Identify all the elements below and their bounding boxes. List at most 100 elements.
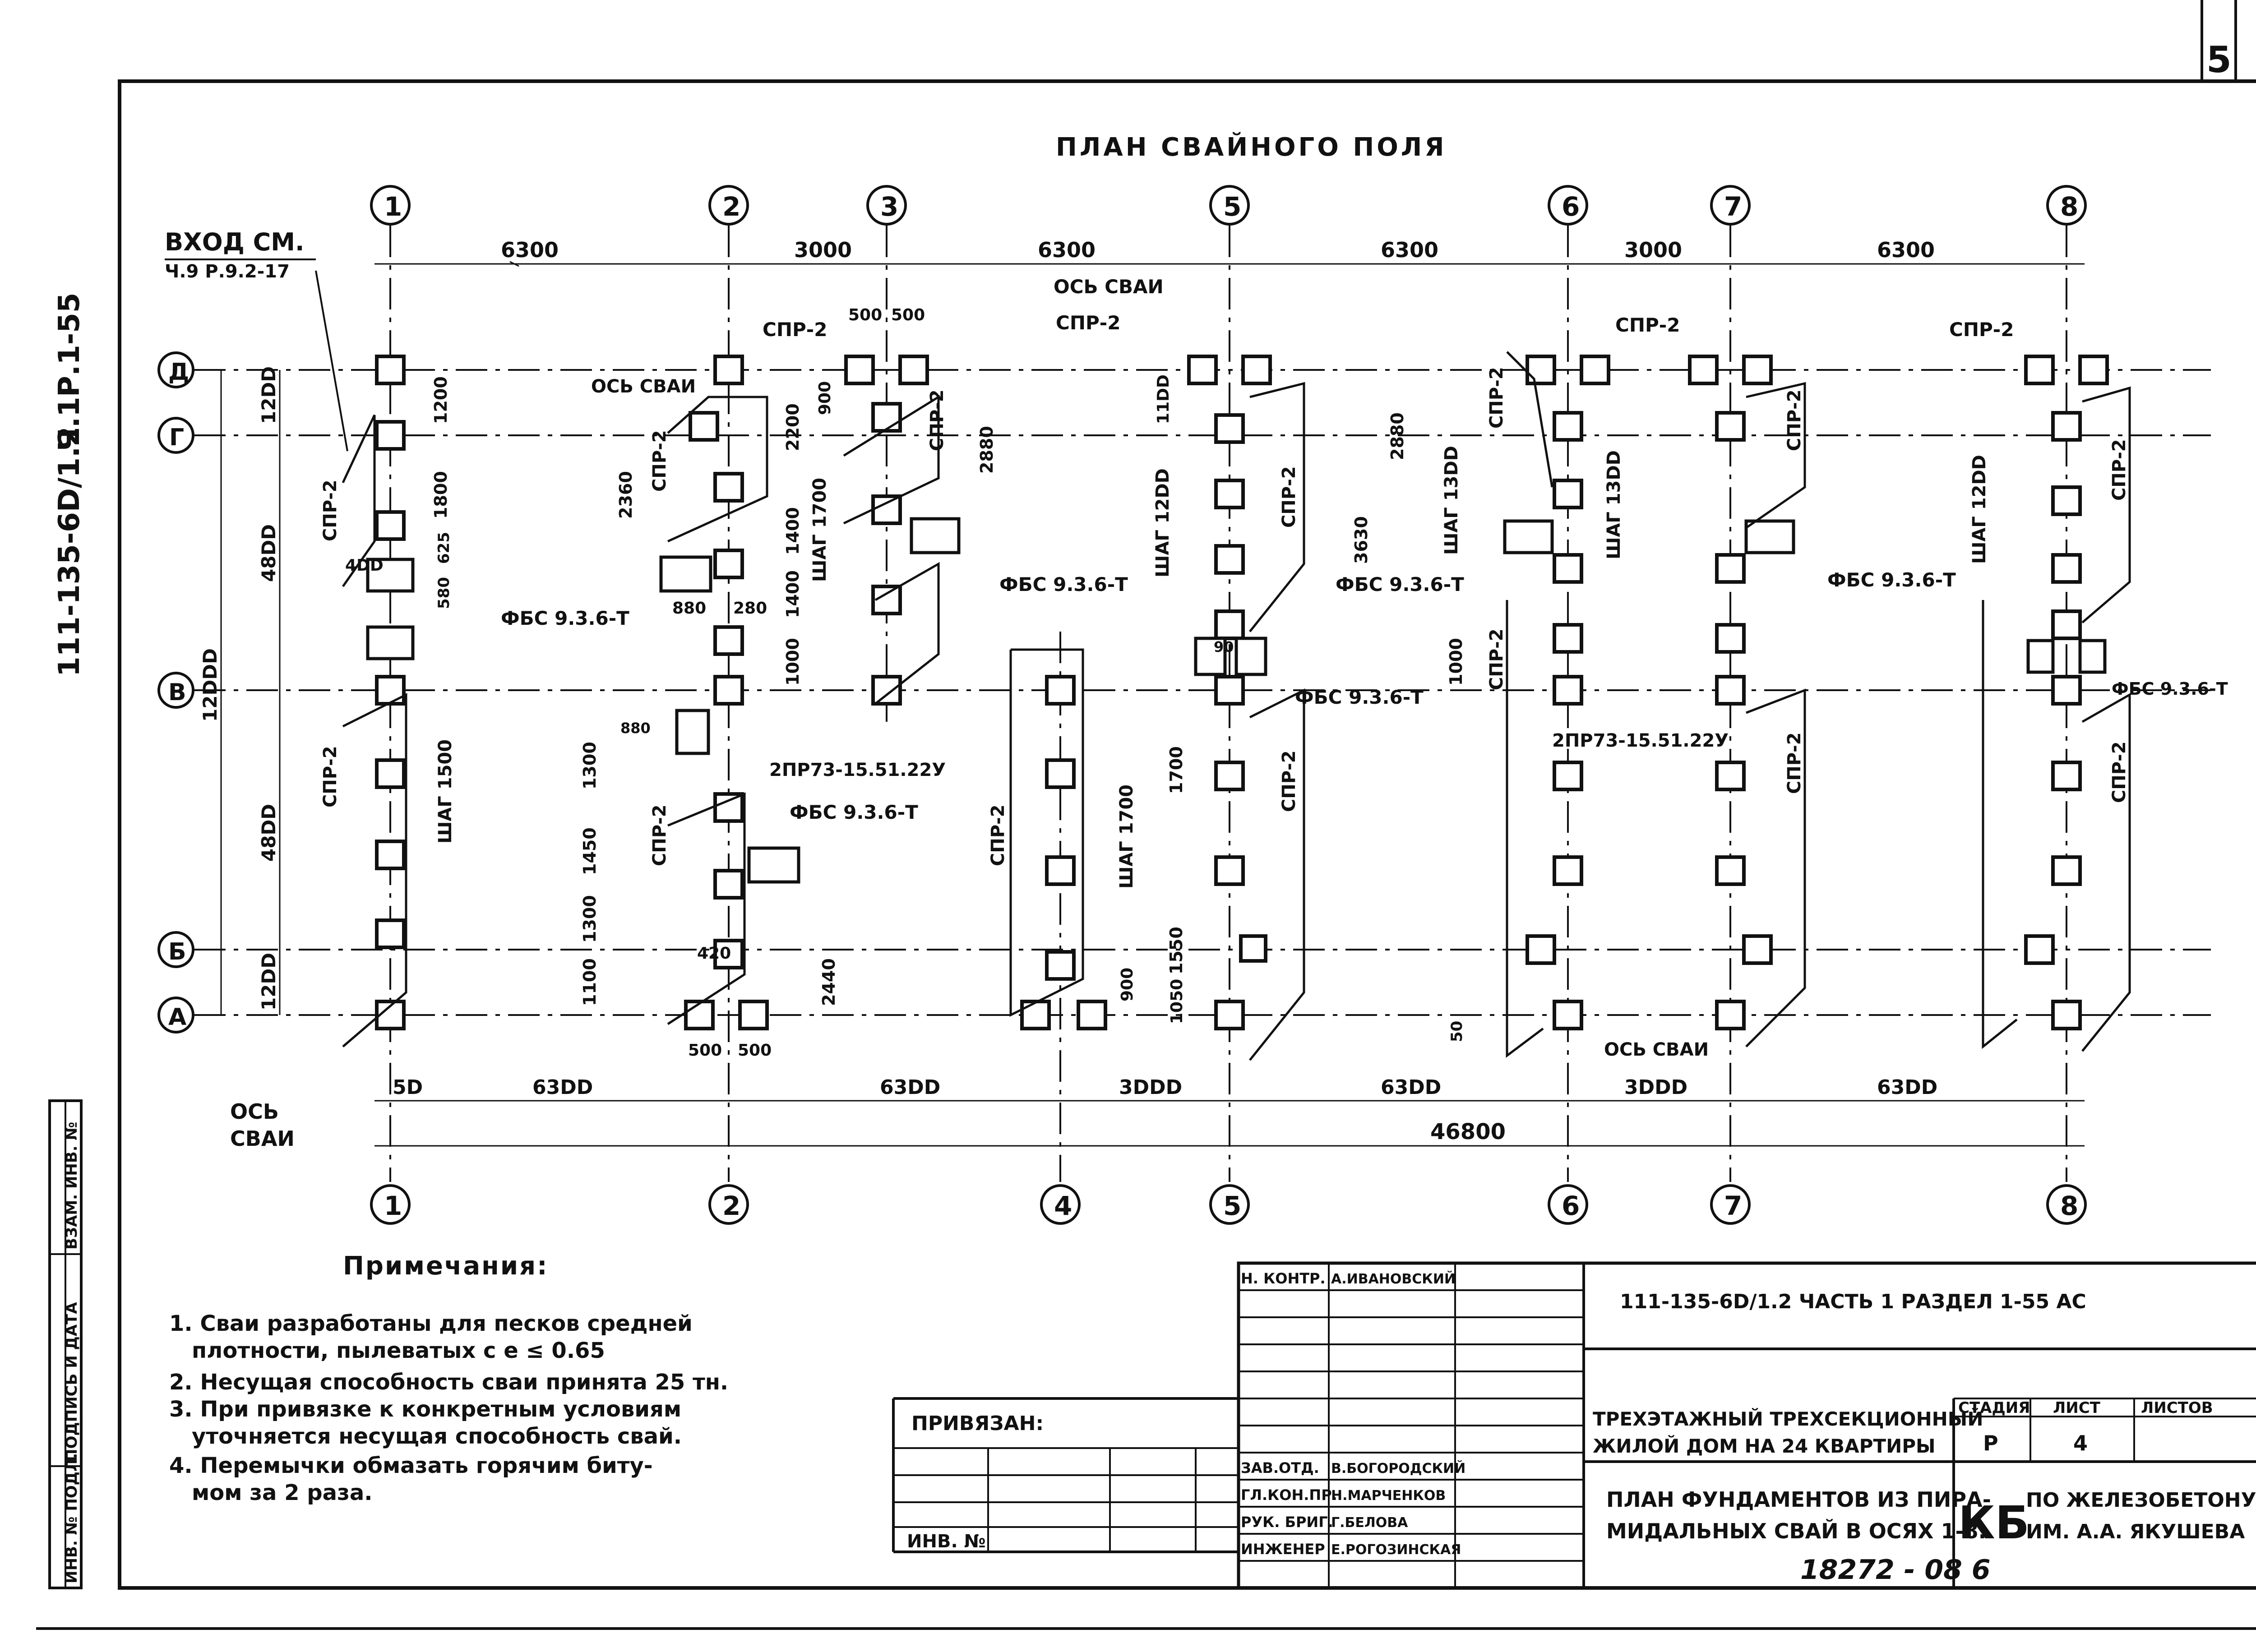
dim-text: 280: [733, 599, 767, 618]
pile-column-4: [1020, 675, 1107, 1030]
dim-text: 900: [816, 381, 834, 415]
spr-label: СПР-2: [320, 480, 341, 541]
spr-label: СПР-2: [1949, 318, 2014, 341]
dim-text: 12DD: [258, 953, 280, 1011]
dim-text: 6300: [501, 238, 559, 262]
role-label: РУК. БРИГ.: [1241, 1514, 1333, 1531]
sheet-title: МИДАЛЬНЫХ СВАЙ В ОСЯХ 1-8.: [1606, 1519, 1986, 1543]
axis-label: 5: [1223, 1191, 1241, 1221]
pile-axis-callout: ОСЬ СВАИ: [591, 376, 696, 397]
dim-text: 880: [620, 720, 651, 737]
plan-title: ПЛАН СВАЙНОГО ПОЛЯ: [1056, 132, 1447, 162]
dim-text: 880: [672, 599, 706, 618]
dim-text: 1050: [1168, 979, 1186, 1024]
step-label: ШАГ 13DD: [1441, 446, 1462, 555]
dim-text: 1100: [580, 958, 600, 1006]
dim-text: 1450: [580, 827, 600, 875]
dim-text: 90: [1214, 638, 1234, 655]
dim-text: 1000: [1446, 638, 1466, 686]
row-axis-lines: [194, 369, 2211, 1016]
project-name: ЖИЛОЙ ДОМ НА 24 КВАРТИРЫ: [1593, 1435, 1936, 1457]
total-dimension: 46800: [1430, 1119, 1506, 1144]
spr-label: СПР-2: [1615, 314, 1680, 336]
axis-bubble: [370, 185, 411, 226]
fbs-label: ФБС 9.3.6-Т: [1295, 686, 1424, 708]
side-code: 111-135-6D/1.2: [53, 426, 86, 677]
grillage-outlines: [342, 351, 2131, 1061]
dim-text: 1400: [783, 570, 803, 618]
role-label: Н. КОНТР.: [1241, 1270, 1326, 1287]
note-item: мом за 2 раза.: [192, 1480, 373, 1505]
entrance-callout: ВХОД СМ.: [165, 228, 304, 256]
pile-axis-callout: ОСЬ СВАИ: [1604, 1039, 1709, 1060]
dim-text: 63DD: [1381, 1076, 1441, 1099]
lintel-label: 2ПР73-15.51.22У: [1552, 730, 1729, 751]
dim-text: 3000: [1624, 238, 1682, 262]
role-name: А.ИВАНОВСКИЙ: [1331, 1271, 1456, 1287]
role-name: Н.МАРЧЕНКОВ: [1331, 1488, 1446, 1504]
pile-axis-bottom: ОСЬ: [230, 1099, 279, 1124]
dim-text: 48DD: [258, 524, 280, 582]
spr-label: СПР-2: [649, 430, 670, 492]
axis-label: 6: [1562, 1191, 1580, 1221]
dim-text: 6300: [1877, 238, 1935, 262]
step-label: ШАГ 13DD: [1604, 450, 1624, 559]
spr-label: СПР-2: [1784, 389, 1805, 451]
role-label: ГЛ.КОН.ПР.: [1241, 1486, 1337, 1504]
dim-text: 2360: [616, 471, 636, 519]
org-mark: КБ: [1958, 1496, 2029, 1549]
dim-text: 3DDD: [1119, 1076, 1182, 1099]
axis-label: 8: [2060, 191, 2078, 222]
side-part: Ч.1: [53, 397, 86, 451]
pile-axis-bottom: СВАИ: [230, 1126, 295, 1151]
privyazan-label: ПРИВЯЗАН:: [911, 1412, 1044, 1435]
axis-label: Б: [168, 938, 186, 965]
dim-text: 3630: [1351, 516, 1371, 564]
callouts: ВХОД СМ. Ч.9 Р.9.2-17 ОСЬ СВАИ ОСЬ СВАИ …: [165, 228, 2228, 1151]
axis-label: 2: [722, 191, 740, 222]
row-axis-bubbles: Д Г В Б А: [157, 351, 194, 1034]
fbs-label: ФБС 9.3.6-Т: [2112, 679, 2228, 699]
dim-text: 2200: [783, 403, 803, 451]
spr-label: СПР-2: [988, 804, 1008, 866]
dim-text: 2880: [1387, 412, 1407, 460]
pile-column-7: [1688, 355, 1795, 1030]
dim-text: 6300: [1381, 238, 1438, 262]
spr-label: СПР-2: [1486, 367, 1507, 429]
dim-text: 500: [688, 1041, 722, 1060]
sheet-number: 5: [2206, 39, 2232, 81]
notes-section: Примечания: 1. Сваи разработаны для песк…: [169, 1251, 728, 1505]
stamp-field: ПОДПИСЬ И ДАТА: [63, 1302, 81, 1462]
dim-text: 2880: [977, 426, 997, 474]
spr-label: СПР-2: [1486, 628, 1507, 690]
project-name: ТРЕХЭТАЖНЫЙ ТРЕХСЕКЦИОННЫЙ: [1593, 1407, 1983, 1430]
left-stamp: ИНВ. № ПОДЛ. ПОДПИСЬ И ДАТА ВЗАМ. ИНВ. №: [48, 1099, 83, 1589]
axis-label: 7: [1724, 1191, 1742, 1221]
axis-label: А: [168, 1004, 186, 1031]
pile-column-2: [659, 355, 800, 1030]
spr-label: СПР-2: [1784, 732, 1805, 794]
axis-label: 6: [1562, 191, 1580, 222]
fbs-label: ФБС 9.3.6-Т: [790, 801, 918, 823]
pile-column-5: [1187, 355, 1272, 1030]
title-block: 111-135-6D/1.2 ЧАСТЬ 1 РАЗДЕЛ 1-55 АС ПР…: [892, 1261, 2256, 1590]
dim-text: 1000: [783, 638, 803, 686]
axis-label: Г: [169, 424, 184, 451]
spr-label: СПР-2: [763, 318, 827, 341]
dim-text: 1200: [431, 376, 451, 424]
axis-label: 5: [1223, 191, 1241, 222]
lintel-label: 2ПР73-15.51.22У: [769, 760, 946, 780]
spr-label: СПР-2: [2109, 741, 2130, 803]
doc-code: 111-135-6D/1.2 ЧАСТЬ 1 РАЗДЕЛ 1-55 АС: [1620, 1290, 2086, 1313]
pile-column-3: [844, 355, 961, 706]
entrance-ref: Ч.9 Р.9.2-17: [165, 261, 290, 282]
pile-column-1: [366, 355, 415, 1030]
sheet-value: 4: [2073, 1431, 2088, 1455]
dim-text: 11DD: [1154, 374, 1173, 424]
dim-text: 3DDD: [1624, 1076, 1687, 1099]
dim-text: 50: [1448, 1021, 1466, 1042]
org-line: ИМ. А.А. ЯКУШЕВА: [2026, 1520, 2245, 1543]
side-section: Р.1-55: [53, 293, 86, 397]
note-item: 1. Сваи разработаны для песков средней: [169, 1311, 693, 1336]
step-label: ШАГ 12DD: [1152, 468, 1173, 577]
